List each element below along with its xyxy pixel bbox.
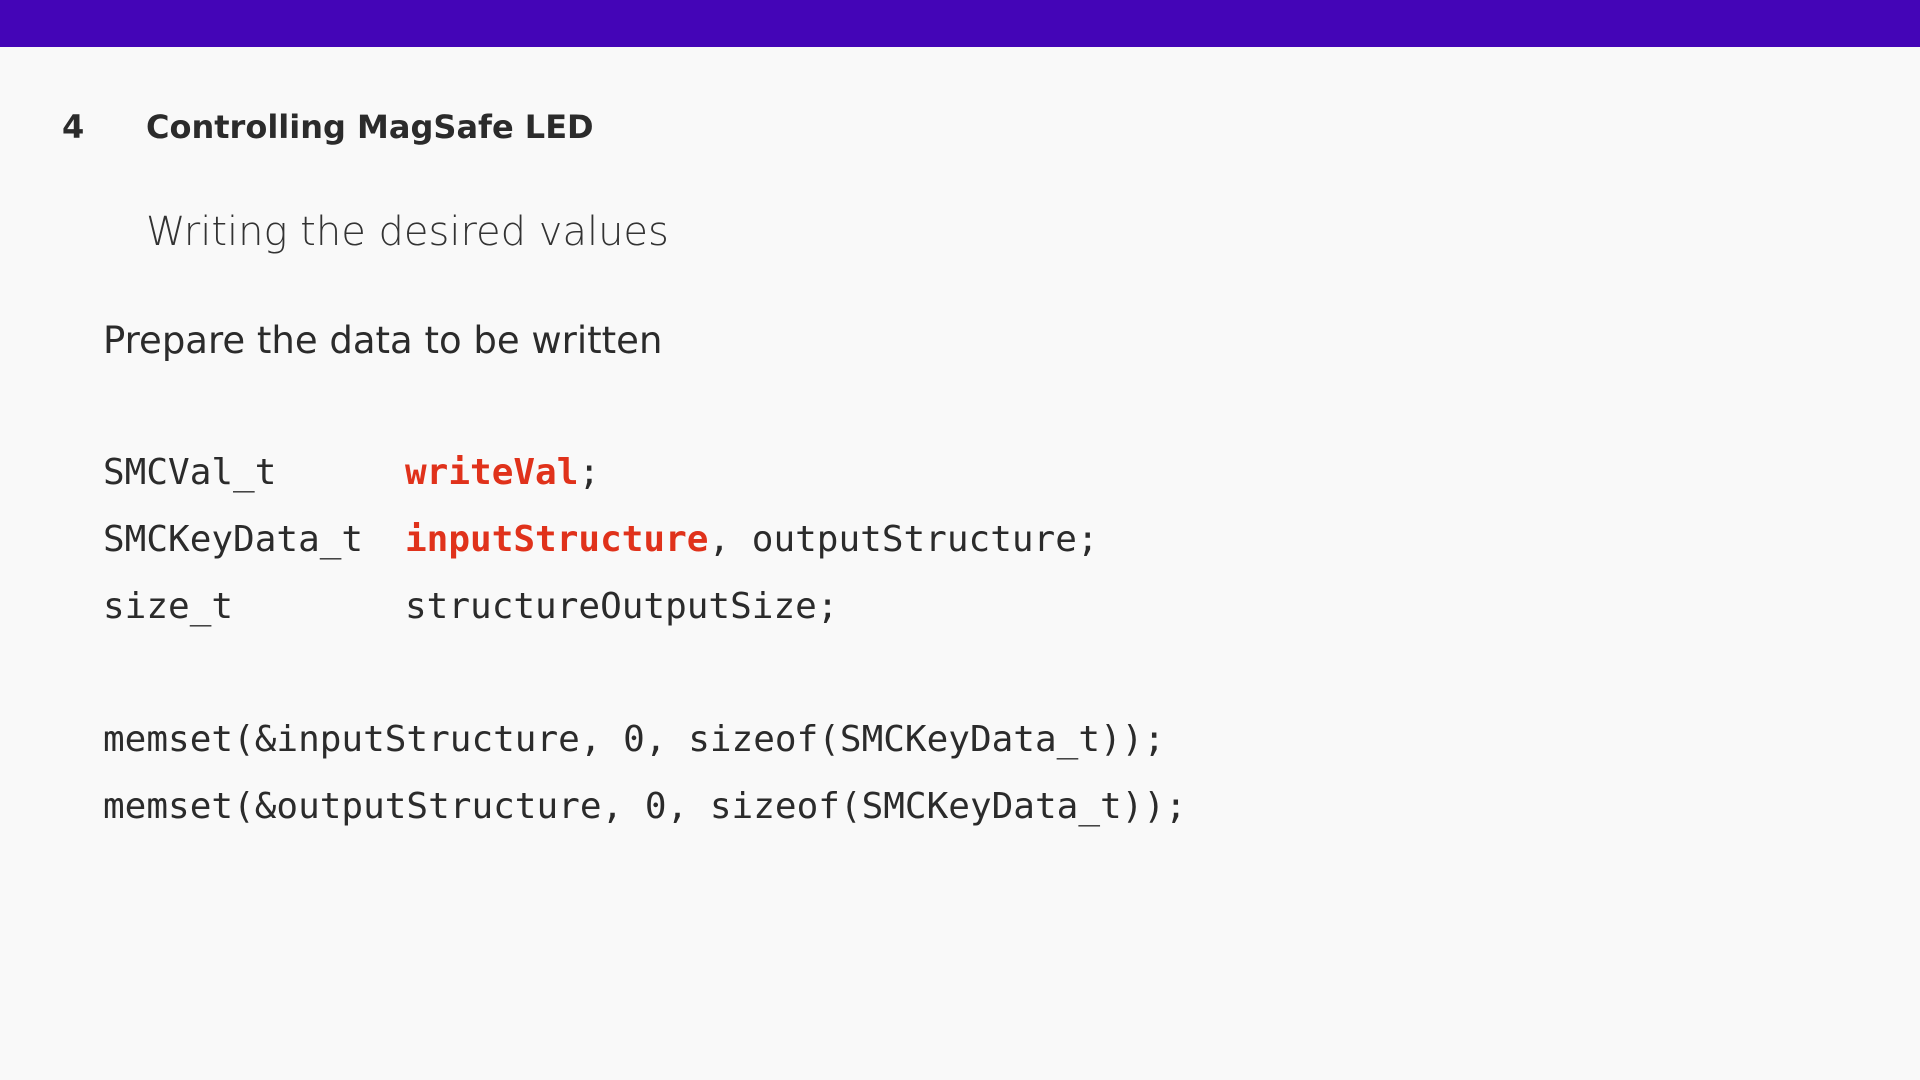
code-line-statement: memset(&outputStructure, 0, sizeof(SMCKe… <box>103 786 1187 827</box>
code-type: SMCVal_t <box>103 452 277 493</box>
code-block: SMCVal_t writeVal; SMCKeyData_t inputStruc… <box>103 448 1803 849</box>
section-title: Controlling MagSafe LED <box>146 108 594 146</box>
code-type: SMCKeyData_t <box>103 519 364 560</box>
intro-text: Prepare the data to be written <box>103 319 663 362</box>
code-blank-line <box>103 649 1803 715</box>
code-line-declaration: size_t structureOutputSize; <box>103 582 1803 649</box>
code-line-statement: memset(&inputStructure, 0, sizeof(SMCKey… <box>103 719 1166 760</box>
accent-bar <box>0 0 1920 47</box>
code-line-declaration: SMCVal_t writeVal; <box>103 448 1803 515</box>
code-highlight: inputStructure <box>405 519 709 560</box>
code-highlight: writeVal <box>405 452 579 493</box>
code-type: size_t <box>103 586 234 627</box>
section-number: 4 <box>62 108 85 146</box>
code-rest: ; <box>578 452 601 493</box>
code-rest: , outputStructure; <box>708 519 1099 560</box>
slide-subtitle: Writing the desired values <box>146 209 669 255</box>
code-line-declaration: SMCKeyData_t inputStructure, outputStruct… <box>103 515 1803 582</box>
code-rest: structureOutputSize; <box>405 586 839 627</box>
